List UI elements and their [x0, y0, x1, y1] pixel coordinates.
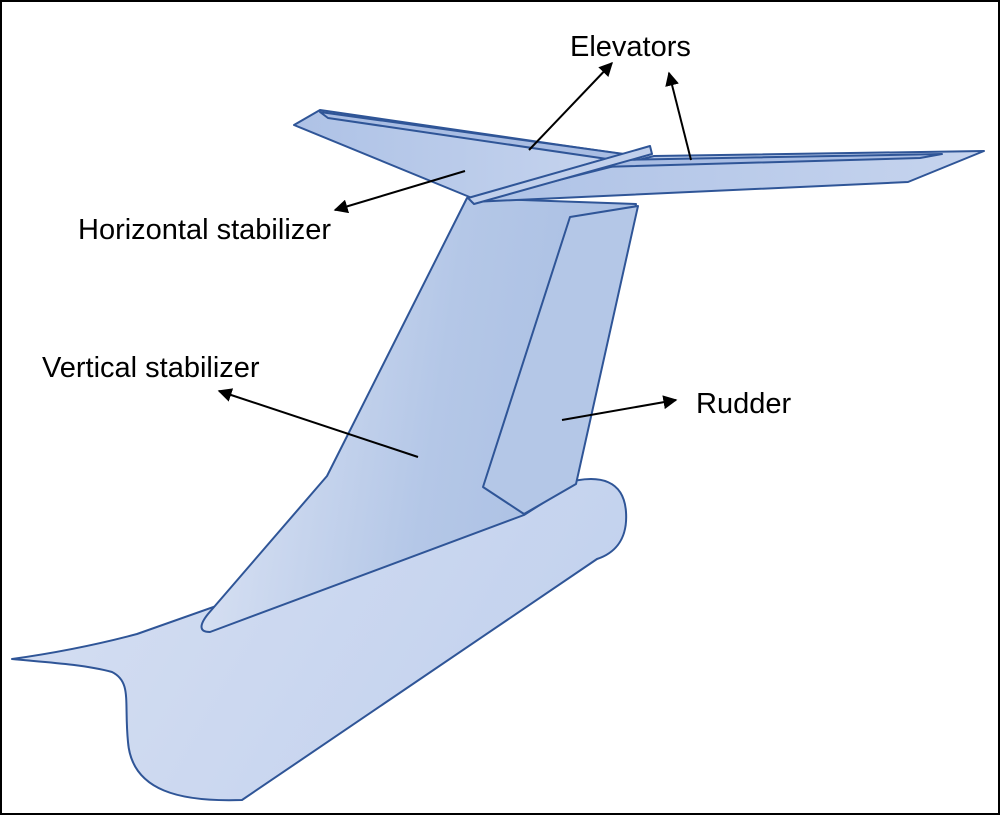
- arrow-rudder: [561, 395, 678, 421]
- arrow-elevator-right: [665, 71, 692, 161]
- label-elevators: Elevators: [570, 31, 691, 63]
- arrow-vertical-stabilizer: [217, 388, 419, 458]
- label-rudder: Rudder: [696, 388, 791, 420]
- fuselage: [11, 478, 628, 802]
- arrow-elevator-left: [528, 61, 613, 151]
- rudder: [482, 205, 639, 515]
- label-vertical-stabilizer: Vertical stabilizer: [42, 352, 260, 384]
- arrow-horizontal-stabilizer: [333, 170, 466, 214]
- label-horizontal-stabilizer: Horizontal stabilizer: [78, 214, 331, 246]
- fin-tip-fairing: [467, 145, 653, 205]
